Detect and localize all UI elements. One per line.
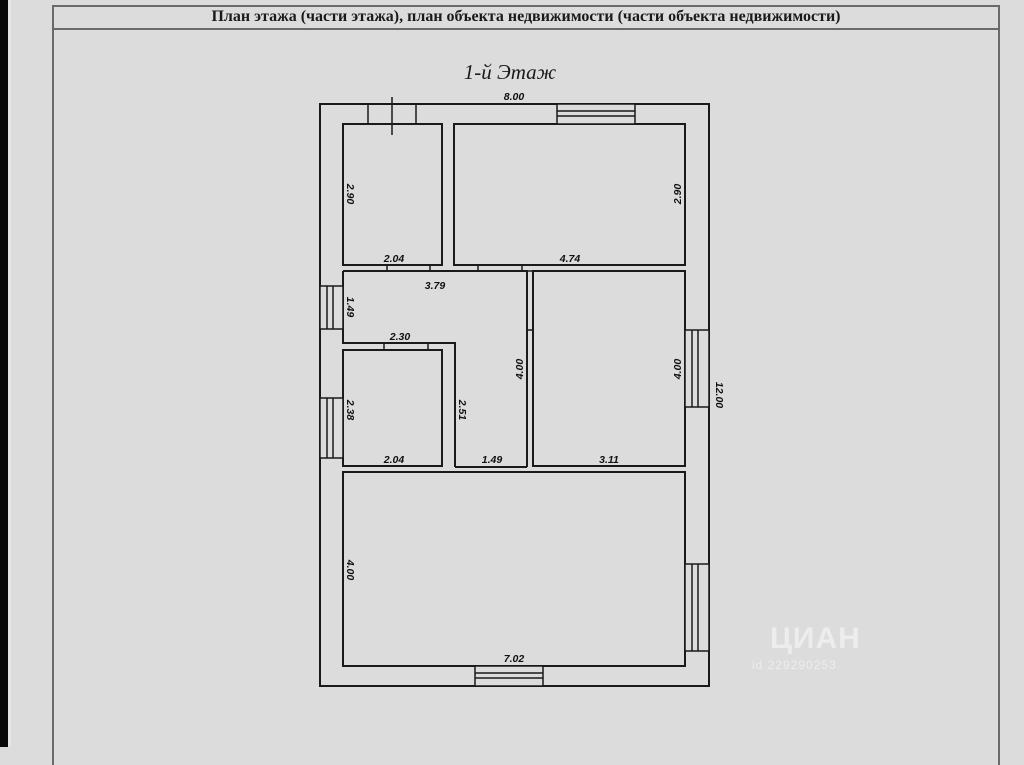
dim-corridor-full-height: 4.00 [514, 359, 526, 381]
dim-room6-height: 4.00 [672, 359, 684, 381]
dim-overall-length: 12.00 [713, 382, 725, 408]
dim-room2-height: 2.90 [672, 184, 684, 206]
watermark-id: id 229290253 [752, 658, 837, 672]
cian-watermark: ЦИАН id 229290253 [752, 612, 922, 672]
outer-wall [319, 103, 710, 687]
document-header-title: План этажа (части этажа), план объекта н… [52, 5, 1000, 30]
watermark-logo: ЦИАН [770, 622, 861, 655]
floor-title: 1-й Этаж [463, 60, 557, 84]
document-frame [52, 5, 1000, 765]
dim-hall-width: 3.79 [425, 280, 446, 292]
window-left-1 [319, 285, 344, 330]
room-mid-right [532, 270, 686, 467]
dim-room1-height: 2.90 [344, 183, 356, 205]
left-edge-gap [8, 0, 11, 747]
dim-room6-width: 3.11 [599, 454, 619, 466]
window-right-1 [684, 329, 710, 408]
room-bottom [342, 471, 686, 667]
room-top-right [453, 123, 686, 266]
dim-room4-height: 2.38 [344, 399, 356, 421]
window-bottom [474, 665, 544, 687]
room-top-left [342, 123, 443, 266]
dim-hall-height: 1.49 [344, 297, 356, 318]
dim-room7-height: 4.00 [344, 559, 356, 581]
dim-room4-width: 2.04 [383, 454, 405, 466]
room-small-left [342, 349, 443, 467]
window-left-2 [319, 397, 344, 459]
dim-overall-width: 8.00 [504, 91, 525, 103]
dim-room1-width: 2.04 [383, 253, 405, 265]
window-right-2 [684, 563, 710, 652]
dim-hall-inner-width: 2.30 [389, 331, 411, 343]
window-top [556, 103, 636, 125]
dim-corridor-height: 2.51 [456, 399, 468, 421]
left-edge-strip [0, 0, 8, 747]
floor-plan: 8.00 12.00 2.90 2.04 2.90 4.74 3.79 1.49… [319, 91, 725, 687]
dim-room7-width: 7.02 [504, 653, 525, 665]
hall-corridor [342, 270, 528, 467]
dim-corridor-width: 1.49 [482, 454, 503, 466]
dim-room2-width: 4.74 [559, 253, 581, 265]
